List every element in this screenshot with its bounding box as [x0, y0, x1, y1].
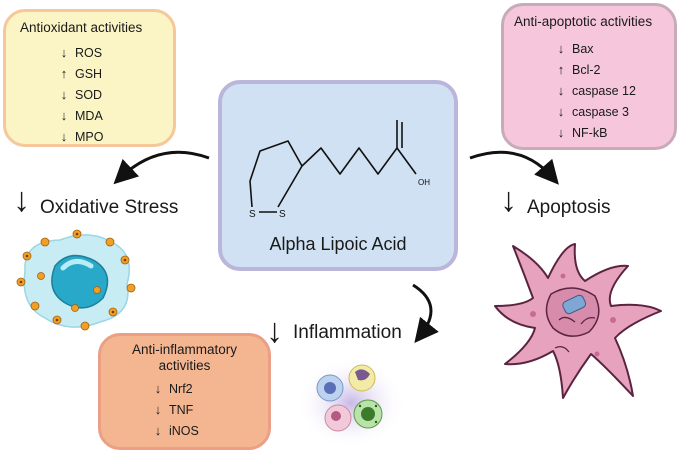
list-item: ↓ TNF [153, 399, 199, 420]
direction-arrow-icon: ↓ [60, 108, 68, 123]
list-item: ↓ NF-kB [556, 122, 636, 143]
item-label: TNF [169, 402, 194, 417]
lipoic-acid-structure-icon: S S OH [249, 120, 430, 220]
antioxidant-list: ↓ ROS ↑ GSH ↓ SOD ↓ MDA ↓ MPO [59, 42, 104, 147]
antiinflammatory-title: Anti-inflammatory activities [101, 342, 268, 374]
apoptosis-label: Apoptosis [527, 197, 611, 218]
list-item: ↓ MDA [59, 105, 103, 126]
item-label: iNOS [169, 423, 199, 438]
oxidative-stress-cell-icon [16, 229, 136, 331]
inflammation-label: Inflammation [293, 322, 402, 343]
antiapoptotic-box: Anti-apoptotic activities ↓ Bax ↑ Bcl-2 ↓ c… [501, 3, 677, 150]
list-item: ↓ caspase 3 [556, 101, 636, 122]
item-label: ROS [75, 45, 103, 60]
direction-arrow-icon: ↓ [154, 402, 162, 417]
direction-arrow-icon: ↓ [557, 125, 565, 140]
list-item: ↓ Bax [556, 38, 636, 59]
list-item: ↑ Bcl-2 [556, 59, 636, 80]
list-item: ↓ ROS [59, 42, 103, 63]
direction-arrow-icon: ↓ [60, 87, 68, 102]
immune-cells-icon [296, 357, 406, 449]
direction-arrow-icon: ↓ [60, 45, 68, 60]
antioxidant-title: Antioxidant activities [20, 20, 143, 35]
list-item: ↓ iNOS [153, 420, 199, 441]
antiinflammatory-box: Anti-inflammatory activities ↓ Nrf2 ↓ TNF … [98, 333, 271, 450]
antiinflammatory-title-line1: Anti-inflammatory [131, 342, 238, 357]
antiinflammatory-title-line2: activities [158, 358, 211, 373]
inflammation-down-arrow-icon: ↓ [266, 312, 283, 350]
list-item: ↓ Nrf2 [153, 378, 199, 399]
oxidative-down-arrow-icon: ↓ [13, 181, 30, 219]
oxidative-stress-label: Oxidative Stress [40, 197, 179, 218]
sulfur-atom-label: S [249, 209, 256, 220]
list-item: ↓ SOD [59, 84, 103, 105]
direction-arrow-icon: ↓ [154, 381, 162, 396]
list-item: ↓ MPO [59, 126, 104, 147]
item-label: caspase 12 [572, 83, 636, 98]
antiapoptotic-title: Anti-apoptotic activities [514, 14, 653, 29]
hydroxyl-label: OH [418, 178, 430, 187]
direction-arrow-icon: ↓ [557, 41, 565, 56]
apoptosis-down-arrow-icon: ↓ [500, 181, 517, 219]
arrow-to-apoptosis [469, 150, 559, 185]
direction-arrow-icon: ↓ [557, 83, 565, 98]
apoptotic-cell-icon [494, 243, 662, 399]
direction-arrow-icon: ↓ [60, 129, 68, 144]
list-item: ↓ caspase 12 [556, 80, 636, 101]
direction-arrow-icon: ↓ [557, 104, 565, 119]
direction-arrow-icon: ↑ [60, 66, 68, 81]
item-label: MDA [75, 108, 103, 123]
item-label: NF-kB [572, 125, 608, 140]
antiapoptotic-list: ↓ Bax ↑ Bcl-2 ↓ caspase 12 ↓ caspase 3 ↓ NF-k… [556, 38, 636, 143]
item-label: MPO [75, 129, 104, 144]
alpha-lipoic-acid-box: S S OH Alpha Lipoic Acid [218, 80, 458, 271]
list-item: ↑ GSH [59, 63, 103, 84]
item-label: Bcl-2 [572, 62, 601, 77]
item-label: GSH [75, 66, 103, 81]
arrow-to-oxidative-stress [113, 150, 210, 185]
antioxidant-box: Antioxidant activities ↓ ROS ↑ GSH ↓ SOD ↓ M… [3, 9, 176, 147]
antiinflammatory-list: ↓ Nrf2 ↓ TNF ↓ iNOS [153, 378, 199, 441]
sulfur-atom-label: S [279, 209, 286, 220]
direction-arrow-icon: ↓ [154, 423, 162, 438]
arrow-to-inflammation [412, 283, 439, 344]
item-label: Nrf2 [169, 381, 193, 396]
item-label: SOD [75, 87, 103, 102]
direction-arrow-icon: ↑ [557, 62, 565, 77]
alpha-lipoic-acid-label: Alpha Lipoic Acid [269, 234, 407, 254]
item-label: caspase 3 [572, 104, 629, 119]
item-label: Bax [572, 41, 594, 56]
